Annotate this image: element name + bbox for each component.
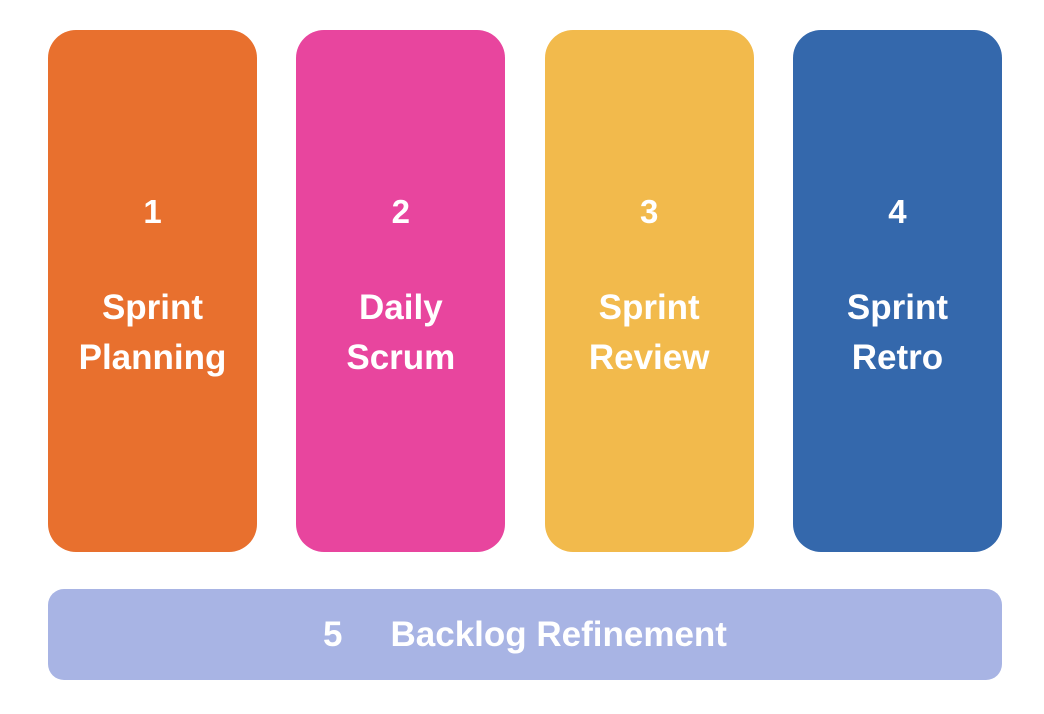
- event-bar-number: 5: [323, 615, 343, 654]
- event-card-daily-scrum[interactable]: 2 Daily Scrum: [296, 30, 506, 552]
- event-card-number: 2: [391, 193, 410, 230]
- event-card-title: Daily Scrum: [346, 288, 456, 377]
- event-card-title: Sprint Review: [588, 288, 710, 377]
- event-card-number: 3: [639, 193, 659, 230]
- event-card-sprint-review[interactable]: 3 Sprint Review: [544, 30, 754, 552]
- event-card-number: 1: [143, 193, 162, 230]
- event-bar-title: Backlog Refinement: [390, 615, 727, 654]
- event-card-sprint-planning[interactable]: 1 Sprint Planning: [48, 30, 257, 552]
- event-card-number: 4: [888, 193, 907, 230]
- event-card-title: Sprint Retro: [846, 288, 949, 377]
- event-bar-backlog-refinement[interactable]: 5 Backlog Refinement: [48, 589, 1002, 680]
- event-card-title: Sprint Planning: [78, 288, 227, 377]
- event-cards-row: 1 Sprint Planning 2 Daily Scrum 3 Sprint…: [48, 30, 1002, 552]
- event-card-sprint-retro[interactable]: 4 Sprint Retro: [792, 30, 1002, 552]
